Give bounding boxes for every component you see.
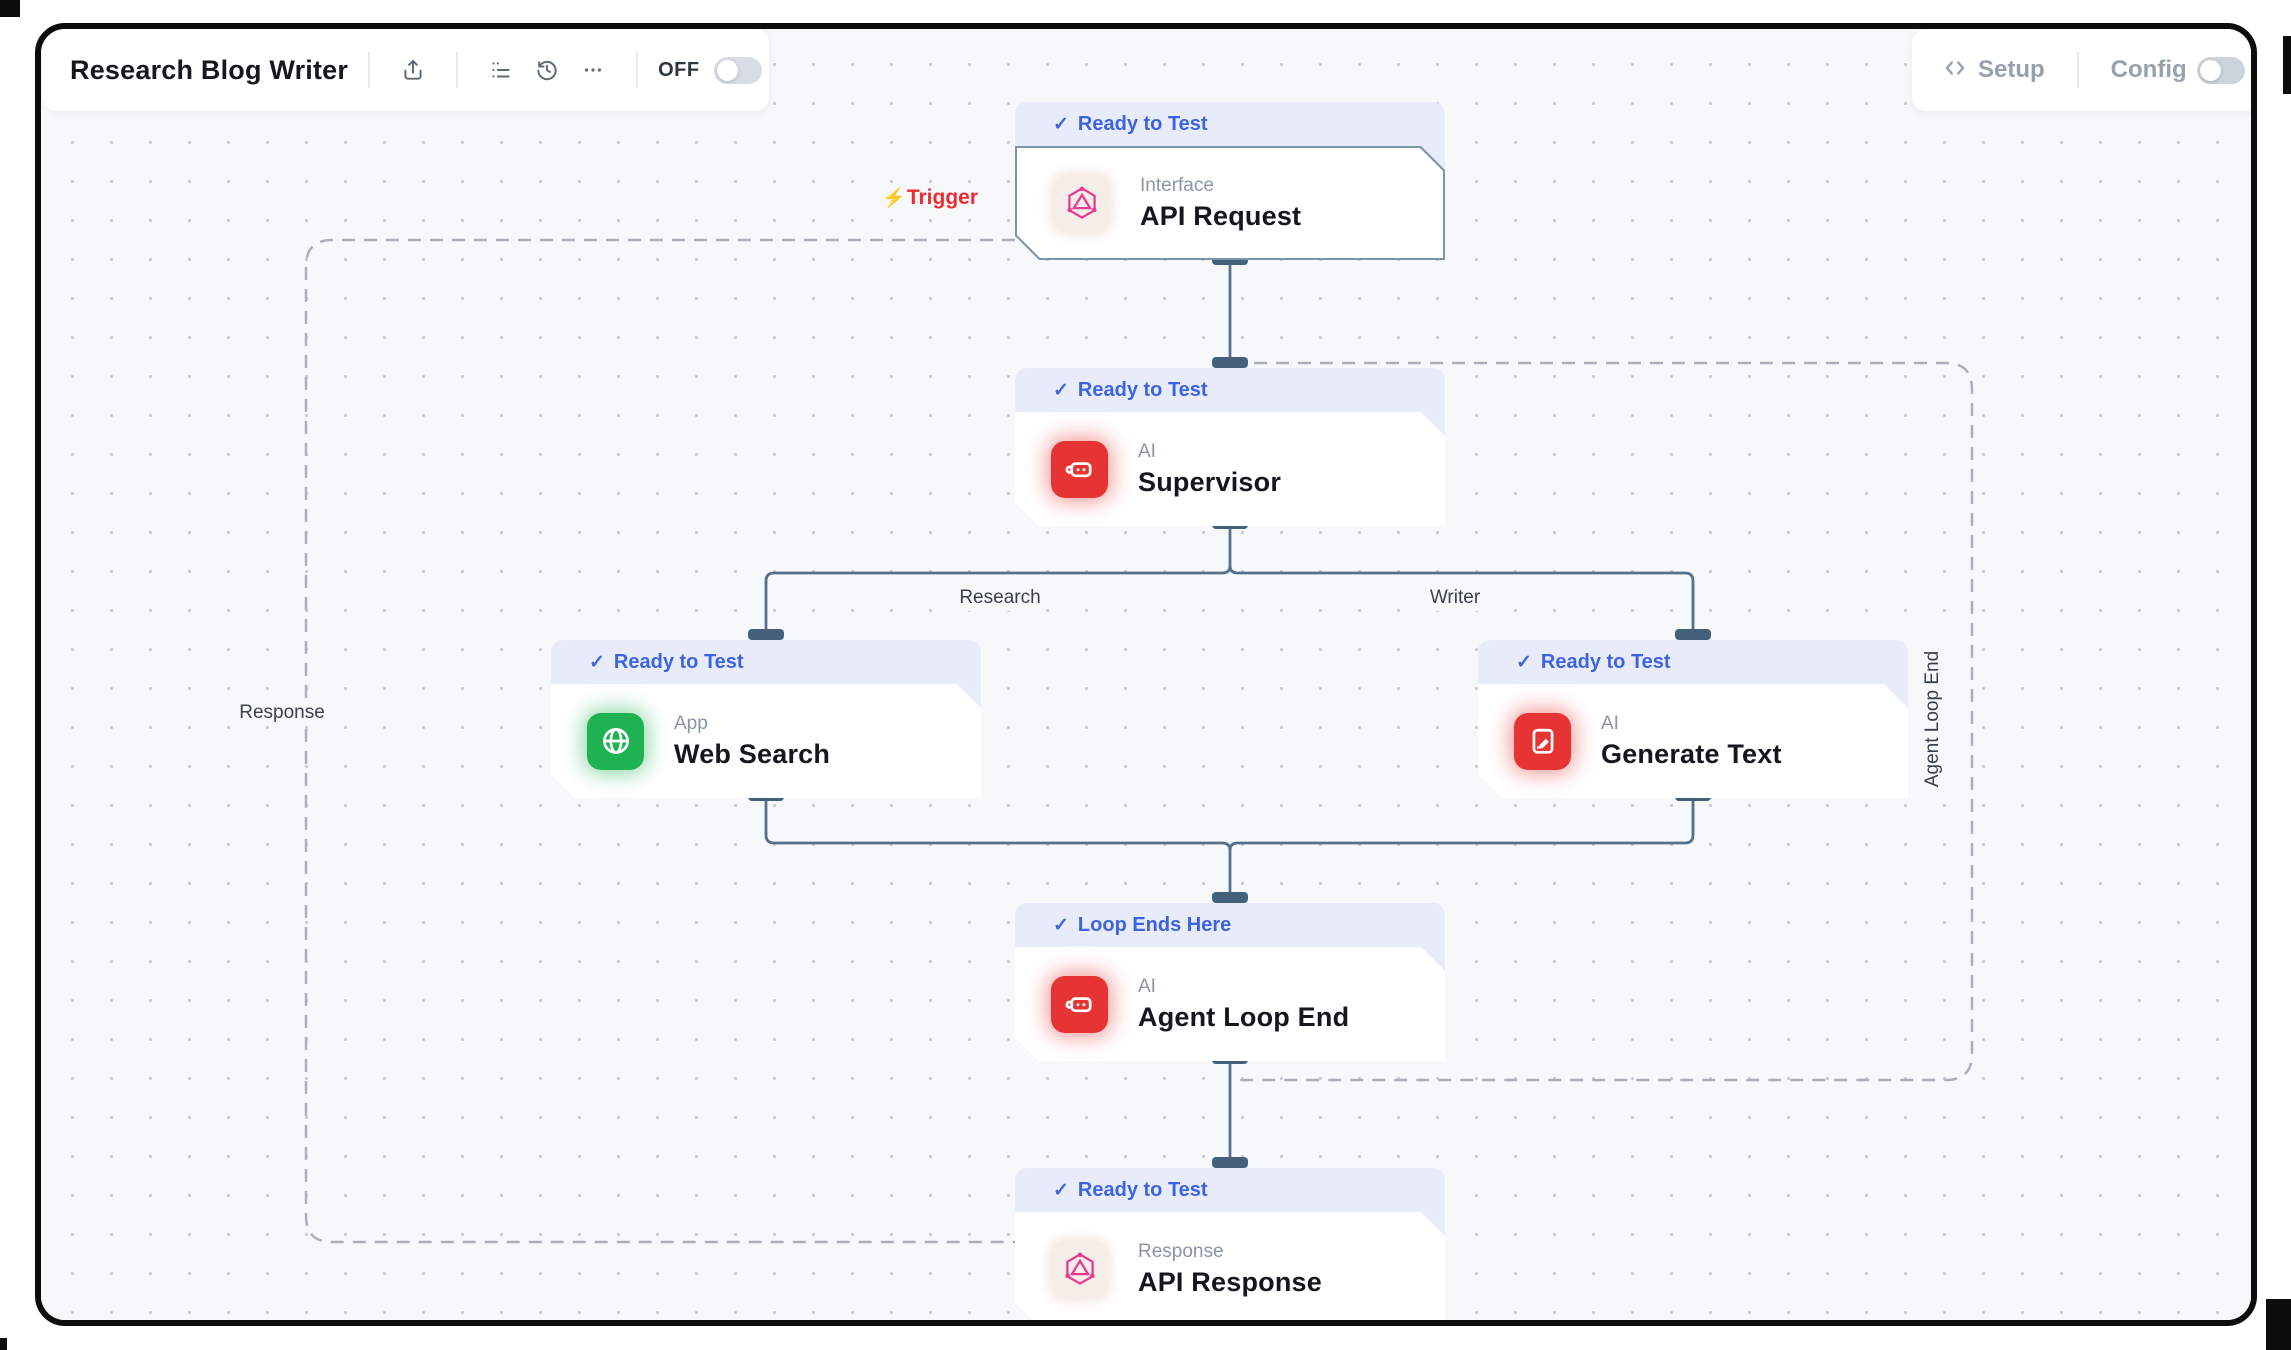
connector-handle[interactable] (1212, 357, 1248, 368)
workflow-title: Research Blog Writer (70, 54, 349, 85)
connector-handle[interactable] (1675, 629, 1711, 640)
config-control: Config (2111, 56, 2245, 84)
config-label: Config (2110, 56, 2187, 83)
badge-label: Ready to Test (1077, 113, 1208, 135)
node-agent-loop-end[interactable]: ✓ Loop Ends Here (1015, 903, 1445, 1063)
edge-label-agent-loop-end: Agent Loop End (1920, 644, 1946, 794)
list-icon[interactable] (478, 47, 524, 93)
node-category: App (674, 712, 708, 734)
node-title: Web Search (674, 738, 831, 769)
frame-corner-mark (2283, 36, 2291, 94)
globe-icon (587, 713, 644, 770)
node-card: App Web Search (551, 684, 981, 798)
node-card: Response API Response (1015, 1212, 1445, 1326)
divider (2076, 52, 2079, 88)
setup-label: Setup (1978, 56, 2045, 83)
check-icon: ✓ (1053, 1180, 1069, 1201)
node-card: AI Agent Loop End (1015, 947, 1445, 1061)
robot-icon (1051, 976, 1108, 1033)
node-category: AI (1601, 712, 1619, 734)
edge-label-writer: Writer (1423, 585, 1487, 611)
divider (368, 52, 371, 88)
hexagon-api-icon (1053, 175, 1110, 232)
power-state-label: OFF (658, 58, 700, 81)
hexagon-api-icon (1051, 1241, 1108, 1298)
toggle-knob (716, 59, 738, 81)
check-icon: ✓ (1053, 915, 1069, 936)
connector-handle[interactable] (1212, 1157, 1248, 1168)
code-icon (1942, 55, 1968, 86)
divider (636, 52, 639, 88)
edge-label-research: Research (953, 585, 1047, 611)
node-title: API Response (1138, 1266, 1322, 1297)
setup-button[interactable]: Setup (1942, 55, 2045, 86)
badge-label: Loop Ends Here (1077, 914, 1232, 936)
node-category: Interface (1140, 174, 1214, 196)
badge-label: Ready to Test (1077, 379, 1208, 401)
bolt-icon: ⚡ (882, 188, 906, 209)
node-category: Response (1138, 1240, 1224, 1262)
edge-label-response: Response (233, 700, 331, 726)
app-window: Research Writer Response Agent Loop End … (35, 23, 2257, 1326)
node-title: Agent Loop End (1138, 1001, 1350, 1032)
node-card: Interface API Request (1015, 146, 1445, 260)
frame-corner-mark (2266, 1299, 2291, 1350)
badge-label: Ready to Test (613, 651, 744, 673)
node-title: Generate Text (1601, 738, 1782, 769)
frame-corner-mark (0, 1338, 7, 1350)
trigger-label: ⚡Trigger (882, 186, 978, 209)
power-toggle[interactable] (713, 56, 762, 84)
connector-handle[interactable] (1212, 892, 1248, 903)
edge-branch-research-writer (764, 565, 1695, 640)
frame-corner-mark (0, 0, 20, 17)
toolbar: Research Blog Writer (42, 29, 769, 111)
node-card: AI Supervisor (1015, 412, 1445, 526)
share-icon[interactable] (390, 47, 436, 93)
node-web-search[interactable]: ✓ Ready to Test App (551, 640, 981, 800)
node-card: AI Generate Text (1478, 684, 1908, 798)
robot-icon (1051, 441, 1108, 498)
divider (456, 52, 459, 88)
node-title: API Request (1140, 200, 1302, 231)
edge-merge-to-loopend (764, 796, 1695, 851)
ellipsis-icon[interactable] (570, 47, 616, 93)
edge-response-loop (304, 238, 1015, 1244)
history-icon[interactable] (524, 47, 570, 93)
workflow-canvas[interactable]: Research Writer Response Agent Loop End … (41, 29, 2251, 1326)
check-icon: ✓ (1053, 114, 1069, 135)
check-icon: ✓ (1516, 652, 1532, 673)
toggle-knob (2199, 59, 2221, 81)
node-category: AI (1138, 440, 1156, 462)
node-api-request[interactable]: ✓ Ready to Test (1015, 102, 1445, 262)
config-toggle[interactable] (2196, 56, 2245, 84)
node-title: Supervisor (1138, 466, 1282, 497)
edge-agent-loop (1236, 361, 1974, 1082)
check-icon: ✓ (589, 652, 605, 673)
clipboard-pencil-icon (1514, 713, 1571, 770)
badge-label: Ready to Test (1077, 1179, 1208, 1201)
node-api-response[interactable]: ✓ Ready to Test (1015, 1168, 1445, 1326)
topbar-right: Setup Config (1912, 29, 2251, 111)
node-generate-text[interactable]: ✓ Ready to Test (1478, 640, 1908, 800)
node-category: AI (1138, 975, 1156, 997)
connector-handle[interactable] (748, 629, 784, 640)
node-supervisor[interactable]: ✓ Ready to Test (1015, 368, 1445, 528)
check-icon: ✓ (1053, 380, 1069, 401)
badge-label: Ready to Test (1540, 651, 1671, 673)
